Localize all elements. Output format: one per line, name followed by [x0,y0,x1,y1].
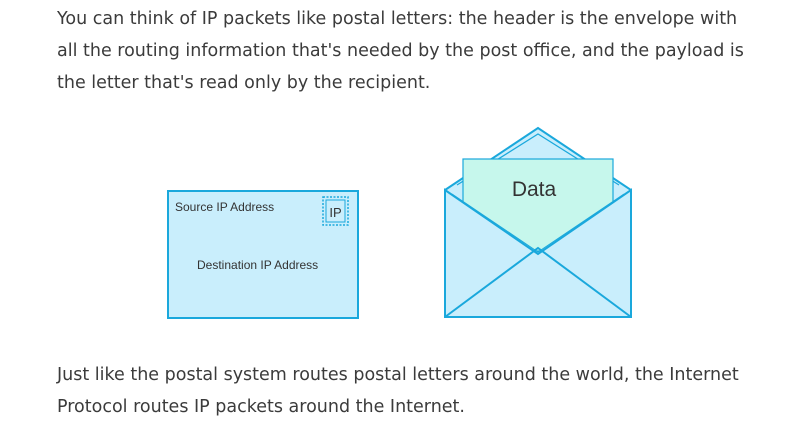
source-ip-label: Source IP Address [175,200,274,214]
data-letter-label: Data [512,178,557,201]
envelope-bottom-fold [444,246,632,318]
ip-stamp-icon: IP [322,196,349,226]
ip-packet-envelope-diagram: Source IP Address IP Destination IP Addr… [167,126,632,319]
envelope-pocket-edge [451,193,625,253]
header-envelope: Source IP Address IP Destination IP Addr… [167,190,359,319]
envelope-front-pocket [444,188,632,318]
payload-envelope: Data [444,126,632,318]
destination-ip-label: Destination IP Address [197,258,318,272]
intro-paragraph: You can think of IP packets like postal … [57,9,744,93]
closing-paragraph: Just like the postal system routes posta… [57,365,739,417]
ip-stamp-label: IP [329,205,341,220]
